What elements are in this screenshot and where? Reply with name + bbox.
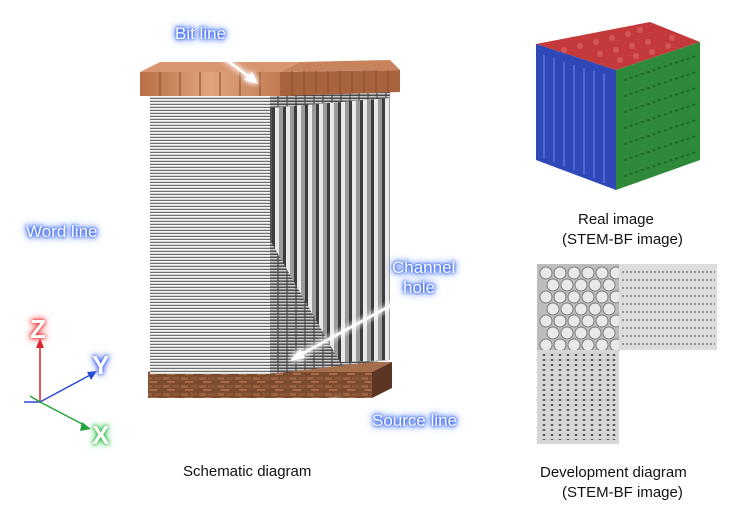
development-diagram [537, 264, 717, 444]
development-caption-line1: Development diagram [540, 464, 687, 481]
bit-line-arrow [212, 48, 258, 84]
word-line-label: Word line [26, 222, 98, 241]
axis-y-label: Y [92, 350, 110, 380]
axis-z-label: Z [30, 314, 46, 344]
channel-hole-label-line1: Channel [392, 258, 456, 277]
schematic-caption: Schematic diagram [183, 463, 312, 480]
channel-hole-label-line2: hole [403, 278, 436, 297]
real-image-caption-line2: (STEM-BF image) [562, 231, 683, 248]
y-axis-line [39, 373, 93, 403]
word-line-stack [150, 92, 390, 374]
development-caption-line2: (STEM-BF image) [562, 484, 683, 501]
word-line-bracket [117, 100, 139, 370]
real-image-cube [536, 22, 700, 190]
bit-line-label: Bit line [175, 24, 227, 43]
source-line-label: Source line [372, 411, 458, 430]
x-axis-line [39, 401, 87, 427]
real-image-caption-line1: Real image [578, 211, 654, 228]
axis-gizmo [24, 338, 97, 431]
bit-line-plate [140, 60, 400, 96]
annotation-arrows [212, 48, 411, 422]
axis-x-label: X [92, 420, 110, 450]
channel-hole-arrow [290, 293, 411, 361]
source-line-arrow [328, 400, 371, 422]
